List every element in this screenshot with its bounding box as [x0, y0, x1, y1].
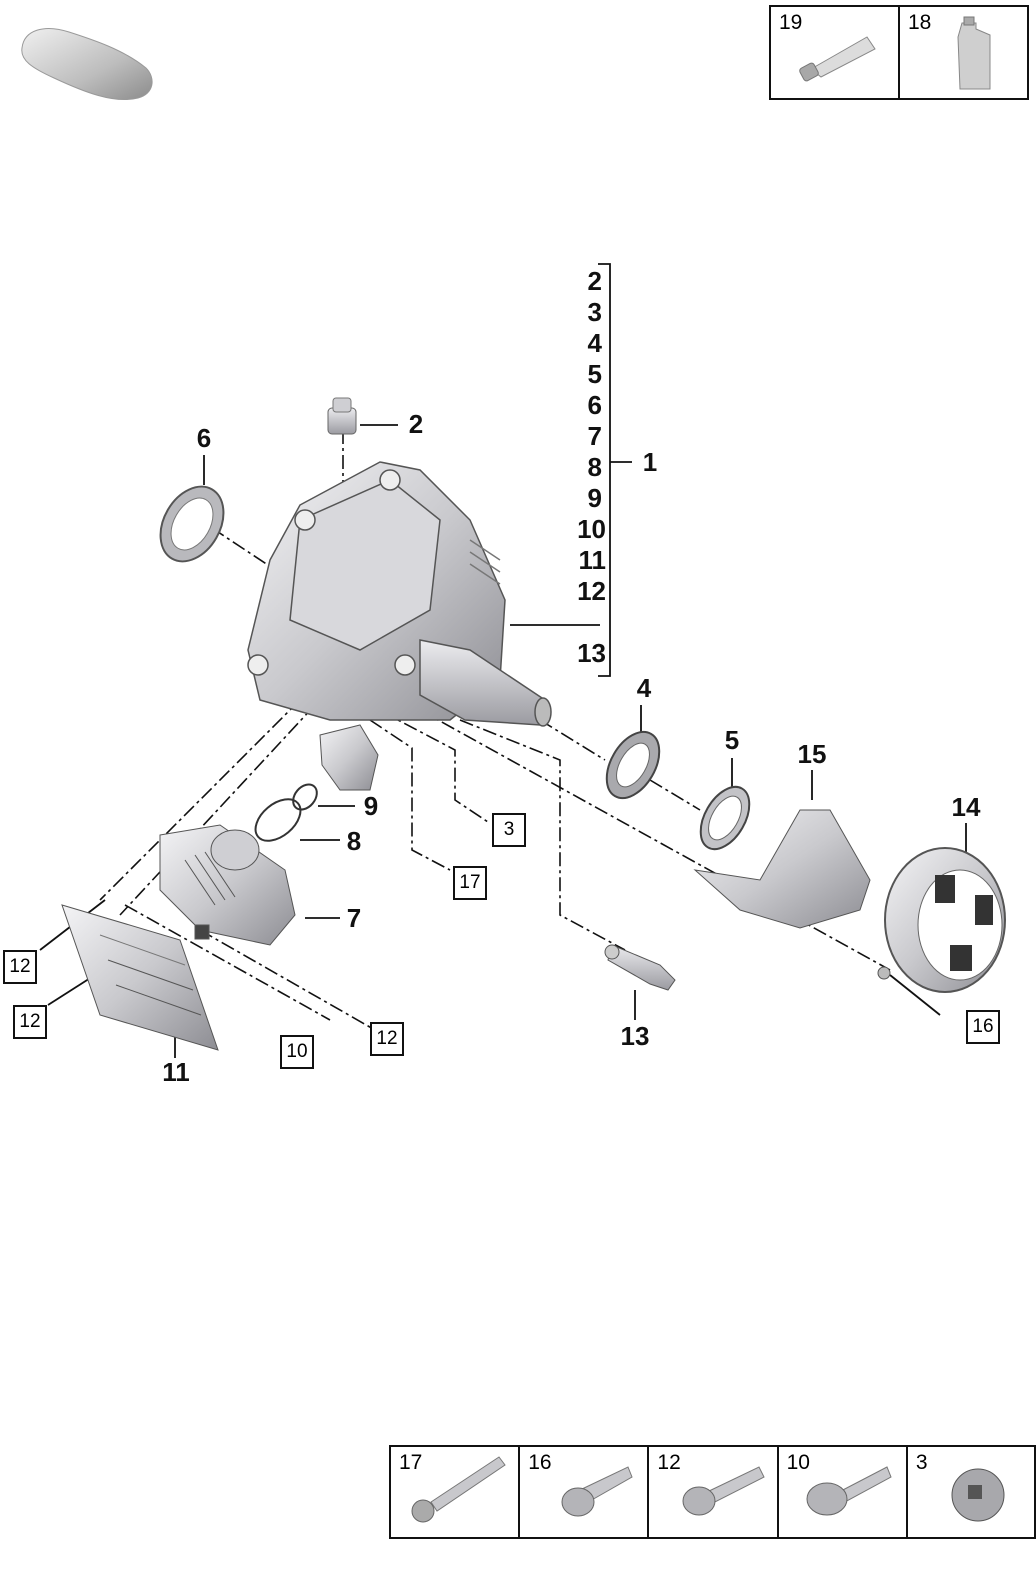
legend-cell-18: 18	[900, 7, 1027, 98]
bolt-icon	[411, 1456, 506, 1523]
callout-7: 7	[347, 903, 361, 933]
legend-cell-10: 10	[779, 1447, 908, 1537]
assembly-item: 10	[577, 514, 606, 544]
assembly-item: 4	[588, 328, 603, 358]
assembly-item: 3	[588, 297, 602, 327]
bottom-legend: 17 16 12 10 3	[389, 1445, 1036, 1539]
legend-number: 17	[399, 1451, 423, 1474]
legend-number: 19	[779, 11, 803, 34]
legend-number: 10	[786, 1451, 810, 1474]
allen-bolt-icon	[682, 1466, 766, 1516]
callout-4: 4	[637, 673, 652, 703]
car-silhouette-icon	[21, 28, 153, 101]
ref-box-17: 17	[453, 866, 487, 900]
ring-housing-14	[877, 847, 1006, 993]
callout-8: 8	[347, 826, 361, 856]
assembly-item: 7	[588, 421, 602, 451]
seal-5	[699, 785, 751, 851]
assembly-item: 13	[577, 638, 606, 668]
legend-number: 3	[915, 1451, 928, 1474]
legend-cell-16: 16	[520, 1447, 650, 1537]
callout-5: 5	[725, 725, 739, 755]
callout-2: 2	[409, 409, 423, 439]
ref-box-10: 10	[280, 1035, 314, 1069]
assembly-item: 2	[588, 266, 602, 296]
transfer-case-housing	[247, 461, 552, 727]
o-ring-9	[292, 783, 318, 811]
top-legend: 19 18	[769, 5, 1029, 100]
assembly-item: 8	[588, 452, 602, 482]
ref-box-12: 12	[13, 1005, 47, 1039]
plug-nut-icon	[951, 1468, 1005, 1522]
seal-4	[605, 730, 661, 800]
callout-13: 13	[621, 1021, 650, 1051]
callout-14: 14	[952, 792, 981, 822]
callout-6: 6	[197, 423, 211, 453]
seal-ring-6	[159, 485, 225, 563]
assembly-item: 6	[588, 390, 602, 420]
heat-shield-15	[693, 809, 871, 929]
breather-cap	[327, 397, 357, 435]
actuator-motor-7	[159, 824, 296, 946]
callout-15: 15	[798, 739, 827, 769]
legend-number: 16	[528, 1451, 552, 1474]
ref-box-3: 3	[492, 813, 526, 847]
ref-box-12: 12	[370, 1022, 404, 1056]
legend-cell-3: 3	[908, 1447, 1034, 1537]
bracket-piece	[319, 724, 379, 791]
legend-cell-19: 19	[771, 7, 900, 98]
flange-bolt-icon	[806, 1466, 892, 1516]
assembly-item: 12	[577, 576, 606, 606]
assembly-item: 11	[579, 545, 607, 575]
legend-cell-17: 17	[391, 1447, 521, 1537]
oil-bottle-icon	[957, 16, 991, 90]
exploded-parts-diagram: 2 3 4 5 6 7 8 9 10 11 12 13 1 2 6 4 5 15…	[39, 263, 1006, 1087]
o-ring-8	[254, 798, 302, 842]
ref-box-12: 12	[3, 950, 37, 984]
hex-socket-bolt-icon	[561, 1466, 633, 1517]
legend-number: 12	[657, 1451, 681, 1474]
legend-number: 18	[908, 11, 932, 34]
callout-1: 1	[643, 447, 657, 477]
callout-9: 9	[364, 791, 378, 821]
ref-box-16: 16	[966, 1010, 1000, 1044]
assembly-item: 5	[588, 359, 602, 389]
control-unit-11	[61, 904, 219, 1051]
legend-cell-12: 12	[649, 1447, 779, 1537]
sensor-13	[604, 944, 676, 991]
grease-tube-icon	[799, 36, 876, 82]
assembly-item: 9	[588, 483, 602, 513]
callout-11: 11	[162, 1057, 190, 1087]
